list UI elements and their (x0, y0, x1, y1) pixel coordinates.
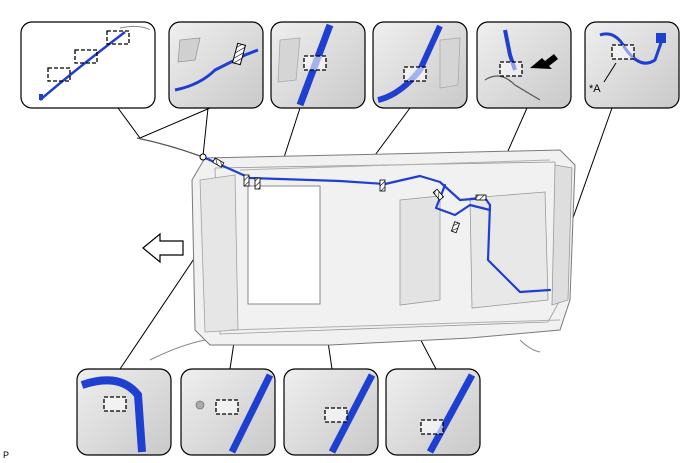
harness-clamps (212, 157, 487, 234)
harness-grommet (199, 153, 207, 161)
callout-a-label: *A (589, 83, 601, 95)
detail-panel-rear-connection (476, 21, 572, 109)
front-arrow-icon (142, 232, 184, 264)
detail-panel-rear-end: *A (584, 21, 680, 109)
detail-panel-roof-rail-1 (270, 21, 366, 109)
detail-panel-lower-3 (283, 368, 379, 456)
front-pillar-detail (199, 174, 239, 333)
detail-panel-front-pillar (168, 21, 264, 109)
vehicle-body (136, 137, 576, 361)
detail-pointer-arrow-icon (530, 54, 558, 69)
figure-code: P (3, 450, 9, 460)
sunroof-opening (247, 185, 321, 305)
rear-wall (551, 164, 573, 306)
detail-panel-lower-2 (180, 368, 276, 456)
detail-panel-antenna (20, 21, 156, 109)
detail-panel-lower-4 (385, 368, 481, 456)
detail-panel-lower-1 (76, 368, 172, 456)
rear-door-panel (399, 195, 441, 306)
detail-panel-roof-rail-2 (372, 21, 468, 109)
antenna-cable (136, 137, 201, 157)
